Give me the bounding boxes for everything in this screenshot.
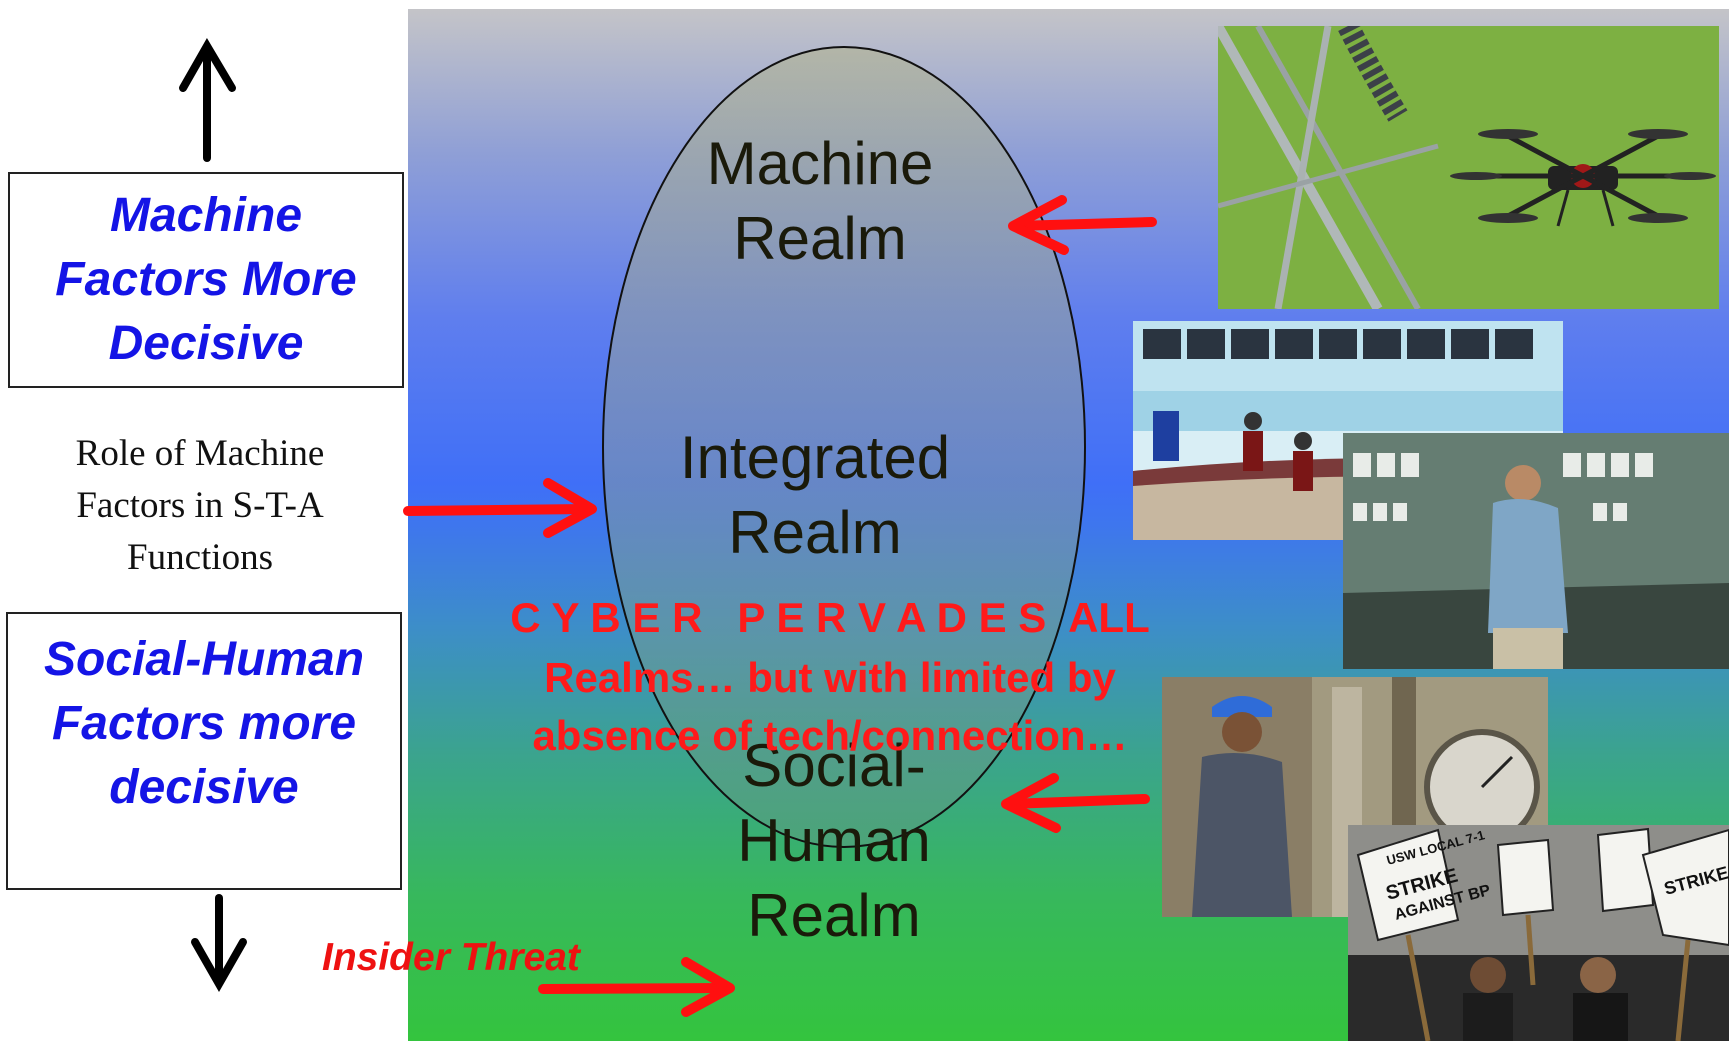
cyber-line-2: Realms… but with limited by: [544, 654, 1116, 701]
role-caption: Role of Machine Factors in S-T-A Functio…: [75, 433, 325, 578]
red-arrow-machine: [1008, 195, 1157, 255]
red-arrow-insider: [538, 957, 735, 1017]
insider-threat-label: Insider Threat: [322, 936, 580, 979]
control-panel-photo: [1343, 433, 1729, 669]
picket-sign: USW LOCAL 7-1 STRIKE AGAINST BP STRIKE: [1356, 827, 1729, 1041]
cyber-line-3: absence of tech/connection…: [532, 712, 1128, 759]
machine-factors-box: Machine Factors More Decisive: [8, 172, 404, 388]
drone-photo: [1218, 26, 1719, 309]
machine-factors-text: Machine Factors More Decisive: [55, 189, 357, 370]
red-arrow-social: [1001, 773, 1150, 833]
social-factors-text: Social-Human Factors more decisive: [43, 633, 365, 814]
integrated-realm-label: Integrated Realm: [679, 424, 951, 566]
red-arrow-integrated: [403, 478, 597, 538]
strike-photo: USW LOCAL 7-1 STRIKE AGAINST BP STRIKE: [1348, 825, 1729, 1041]
realm-oval: [602, 46, 1086, 848]
cyber-headline: C Y B E R P E R V A D E S ALL: [510, 594, 1150, 641]
up-arrow: [179, 38, 236, 162]
machine-realm-label: Machine Realm: [706, 130, 934, 272]
social-factors-box: Social-Human Factors more decisive: [6, 612, 402, 890]
down-arrow: [191, 894, 247, 993]
social-human-realm-label: Social- Human Realm: [737, 732, 931, 949]
